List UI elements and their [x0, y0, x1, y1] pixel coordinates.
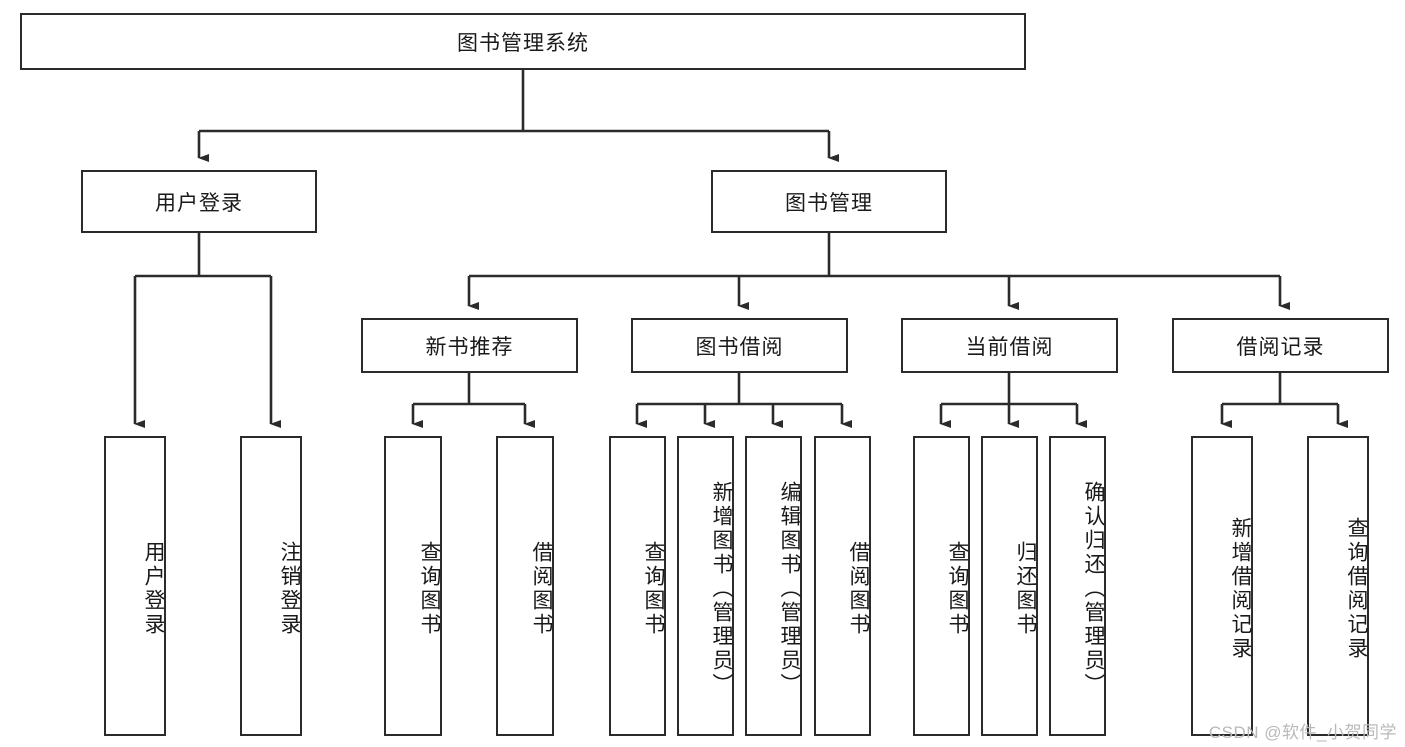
- node-leaf-return-book[interactable]: 归还图书: [981, 436, 1038, 736]
- node-root-system-label: 图书管理系统: [457, 31, 589, 55]
- node-root-system[interactable]: 图书管理系统: [20, 13, 1026, 70]
- node-book-borrow-label: 图书借阅: [695, 335, 784, 359]
- node-leaf-query-book-1-label: 查询图书: [418, 541, 441, 637]
- node-leaf-query-record[interactable]: 查询借阅记录: [1307, 436, 1369, 736]
- node-current-borrow-label: 当前借阅: [965, 335, 1054, 359]
- node-leaf-logout-login-label: 注销登录: [278, 541, 301, 637]
- node-borrow-record-label: 借阅记录: [1236, 335, 1325, 359]
- node-leaf-add-book[interactable]: 新增图书（管理员）: [677, 436, 734, 736]
- node-leaf-borrow-book-1[interactable]: 借阅图书: [496, 436, 554, 736]
- node-leaf-edit-book-label: 编辑图书（管理员）: [778, 481, 801, 697]
- node-book-borrow[interactable]: 图书借阅: [631, 318, 848, 373]
- node-leaf-add-record[interactable]: 新增借阅记录: [1191, 436, 1253, 736]
- node-leaf-return-book-label: 归还图书: [1014, 541, 1037, 637]
- node-leaf-query-book-3-label: 查询图书: [946, 541, 969, 637]
- node-leaf-confirm-return-label: 确认归还（管理员）: [1082, 481, 1105, 697]
- node-leaf-add-book-label: 新增图书（管理员）: [710, 481, 733, 697]
- node-leaf-query-book-2[interactable]: 查询图书: [609, 436, 666, 736]
- node-leaf-borrow-book-2[interactable]: 借阅图书: [814, 436, 871, 736]
- node-new-book-recommend-label: 新书推荐: [425, 335, 514, 359]
- node-leaf-borrow-book-2-label: 借阅图书: [847, 541, 870, 637]
- node-leaf-query-book-2-label: 查询图书: [642, 541, 665, 637]
- node-borrow-record[interactable]: 借阅记录: [1172, 318, 1389, 373]
- node-leaf-logout-login[interactable]: 注销登录: [240, 436, 302, 736]
- node-leaf-query-book-1[interactable]: 查询图书: [384, 436, 442, 736]
- node-user-login[interactable]: 用户登录: [81, 170, 317, 233]
- node-leaf-add-record-label: 新增借阅记录: [1229, 517, 1252, 661]
- node-leaf-edit-book[interactable]: 编辑图书（管理员）: [745, 436, 802, 736]
- node-user-login-label: 用户登录: [155, 191, 243, 215]
- node-new-book-recommend[interactable]: 新书推荐: [361, 318, 578, 373]
- node-current-borrow[interactable]: 当前借阅: [901, 318, 1118, 373]
- node-leaf-user-login-label: 用户登录: [142, 541, 165, 637]
- node-book-manage-label: 图书管理: [785, 191, 873, 215]
- node-leaf-query-book-3[interactable]: 查询图书: [913, 436, 970, 736]
- node-leaf-user-login[interactable]: 用户登录: [104, 436, 166, 736]
- node-leaf-confirm-return[interactable]: 确认归还（管理员）: [1049, 436, 1106, 736]
- watermark: CSDN @软件_小贺同学: [1208, 723, 1397, 742]
- node-leaf-query-record-label: 查询借阅记录: [1345, 517, 1368, 661]
- node-leaf-borrow-book-1-label: 借阅图书: [530, 541, 553, 637]
- node-book-manage[interactable]: 图书管理: [711, 170, 947, 233]
